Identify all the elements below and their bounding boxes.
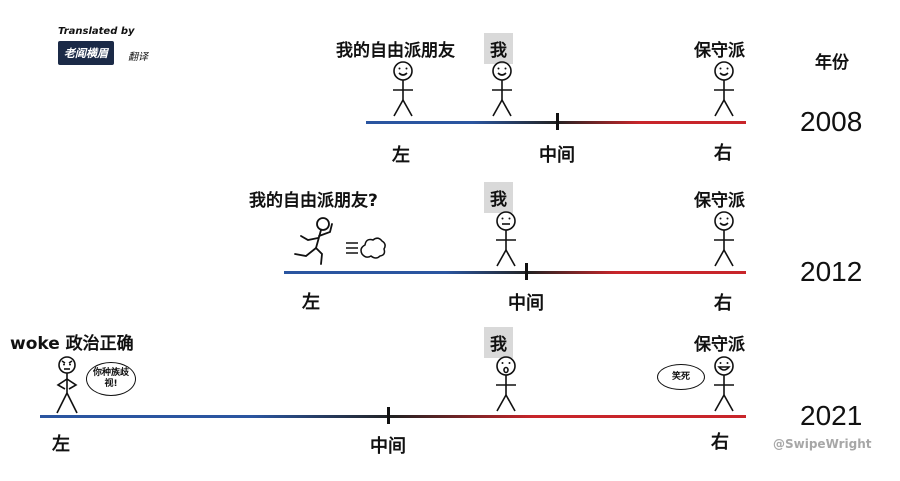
political-spectrum-line-2021 [40, 415, 746, 418]
woke-speech-bubble: 你种族歧视! [86, 362, 136, 396]
friend-label-2008: 我的自由派朋友 [336, 41, 455, 61]
running-figure-icon [294, 217, 333, 265]
axis-right-2012: 右 [714, 293, 732, 314]
stick-figure-smile-icon [393, 61, 413, 117]
conservative-label-2012: 保守派 [694, 191, 745, 211]
dust-cloud-icon [346, 237, 386, 259]
stick-figure-me-neutral-icon [496, 211, 516, 267]
year-2008: 2008 [800, 106, 863, 137]
me-label-2008: 我 [484, 33, 513, 64]
center-tick-2008 [556, 113, 559, 130]
center-tick-2012 [525, 263, 528, 280]
axis-left-2008: 左 [392, 145, 410, 166]
conservative-label-2008: 保守派 [694, 41, 745, 61]
axis-center-2008: 中间 [539, 145, 575, 166]
stick-figure-conservative-icon [714, 61, 734, 117]
axis-left-2012: 左 [302, 292, 320, 313]
axis-left-2021: 左 [52, 434, 70, 455]
stick-figure-me-icon [492, 61, 512, 117]
center-tick-2021 [387, 407, 390, 424]
friend-label-2012: 我的自由派朋友? [249, 191, 378, 211]
year-header: 年份 [815, 53, 849, 73]
watermark: @SwipeWright [773, 437, 872, 451]
me-label-2012: 我 [484, 182, 513, 213]
year-2012: 2012 [800, 256, 863, 287]
axis-center-2021: 中间 [370, 436, 406, 457]
conservative-label-2021: 保守派 [694, 335, 745, 355]
stick-figure-conservative-icon [714, 211, 734, 267]
conservative-speech-bubble: 笑死 [657, 364, 705, 390]
translated-by-text: Translated by [58, 26, 135, 37]
me-label-2021: 我 [484, 327, 513, 358]
translate-text: 翻译 [128, 52, 148, 63]
stick-figure-angry-icon [56, 356, 78, 414]
axis-center-2012: 中间 [508, 293, 544, 314]
year-2021: 2021 [800, 400, 863, 431]
woke-label-2021: woke 政治正确 [10, 334, 134, 354]
translator-badge: 老阎横眉 [58, 41, 114, 65]
axis-right-2021: 右 [711, 432, 729, 453]
stick-figure-laughing-icon [714, 356, 734, 412]
political-spectrum-line-2012 [284, 271, 746, 274]
stick-figure-me-shocked-icon [496, 356, 516, 412]
axis-right-2008: 右 [714, 143, 732, 164]
